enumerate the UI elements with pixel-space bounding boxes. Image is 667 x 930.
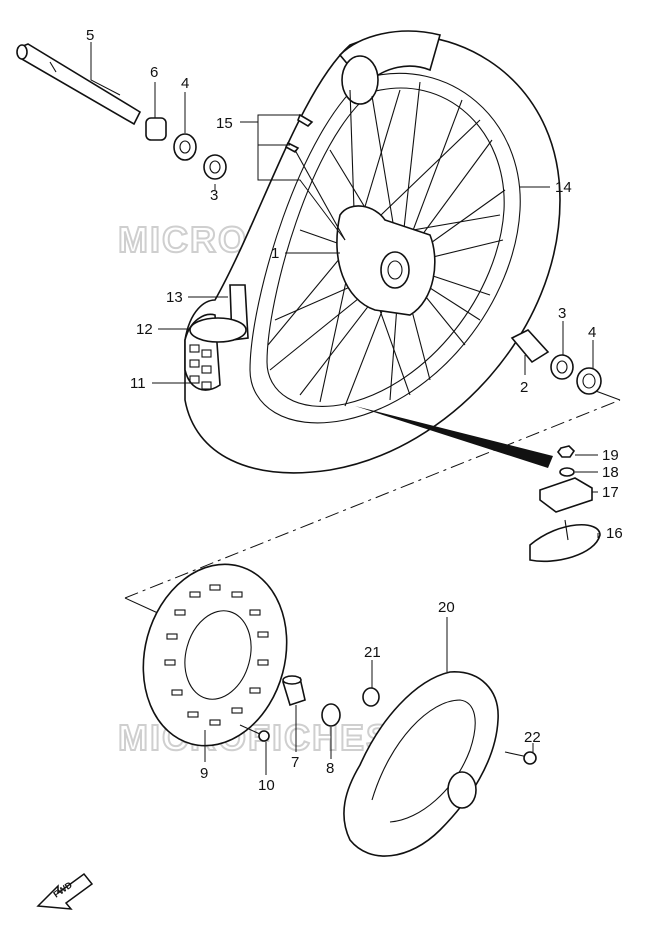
nut-19 [556, 445, 576, 458]
washer-18 [559, 467, 575, 477]
callout-19: 19 [602, 447, 619, 464]
callout-10: 10 [258, 777, 275, 794]
callout-3-right: 3 [558, 305, 566, 322]
callout-22: 22 [524, 729, 541, 746]
collar-7-top [282, 675, 302, 685]
fwd-arrow-icon: FWD [36, 872, 94, 910]
callout-18: 18 [602, 464, 619, 481]
disc-cover [343, 671, 499, 857]
disc-center [184, 610, 252, 700]
brake-disc [142, 563, 288, 747]
rim-lock-block-17 [539, 477, 593, 513]
callout-7: 7 [291, 754, 299, 771]
callout-5: 5 [86, 27, 94, 44]
callout-21: 21 [364, 644, 381, 661]
grommet-8 [321, 703, 341, 727]
bearing-3-right-inner [556, 360, 568, 374]
disc-cover-inner [371, 699, 476, 823]
rim-lock-16 [529, 524, 601, 563]
axle [16, 43, 142, 126]
callout-9: 9 [200, 765, 208, 782]
spacer-2 [510, 329, 550, 364]
nut-21 [362, 687, 380, 707]
callout-4-top: 4 [181, 75, 189, 92]
centerline-tick [124, 597, 161, 615]
axle-shaft [17, 43, 142, 126]
callout-3-top: 3 [210, 187, 218, 204]
spoke-nipple-a [297, 113, 314, 128]
axle-groove [49, 61, 57, 73]
spoke-sample [294, 149, 346, 241]
dust-seal-4-top-inner [179, 140, 191, 154]
bearing-3-top-inner [209, 160, 221, 174]
bearing-3-top [203, 154, 227, 180]
callout-16: 16 [606, 525, 623, 542]
bolt-22 [504, 751, 537, 765]
dust-seal-4-right-inner [582, 373, 596, 389]
callout-11: 11 [130, 375, 146, 392]
callout-14: 14 [555, 179, 572, 196]
hub-bore [380, 251, 410, 289]
spacer-6 [145, 117, 167, 141]
wedge-pointer [355, 406, 553, 468]
bearing-3-right [550, 354, 574, 380]
dust-seal-4-right [576, 367, 602, 395]
callout-12: 12 [136, 321, 153, 338]
callout-2: 2 [520, 379, 528, 396]
tire-section-cut [341, 55, 379, 105]
callout-1: 1 [271, 245, 279, 262]
callout-8: 8 [326, 760, 334, 777]
disc-cover-hole [447, 771, 477, 809]
callout-20: 20 [438, 599, 455, 616]
dust-seal-4-top [173, 133, 197, 161]
callout-13: 13 [166, 289, 183, 306]
rim-lock-stud [564, 519, 569, 541]
axle-head [16, 44, 28, 60]
front-wheel [184, 30, 561, 474]
callout-4-right: 4 [588, 324, 596, 341]
rim-inner [266, 87, 505, 407]
knob-blocks [189, 344, 212, 390]
callout-17: 17 [602, 484, 619, 501]
disc-slots [164, 584, 269, 726]
tube [189, 317, 247, 343]
leader-lines [90, 42, 599, 775]
bolt-10 [239, 724, 270, 742]
rim [249, 72, 521, 424]
hub-bore-inner [387, 260, 403, 280]
centerline-lower [124, 399, 621, 599]
callout-15: 15 [216, 115, 233, 132]
callout-6: 6 [150, 64, 158, 81]
